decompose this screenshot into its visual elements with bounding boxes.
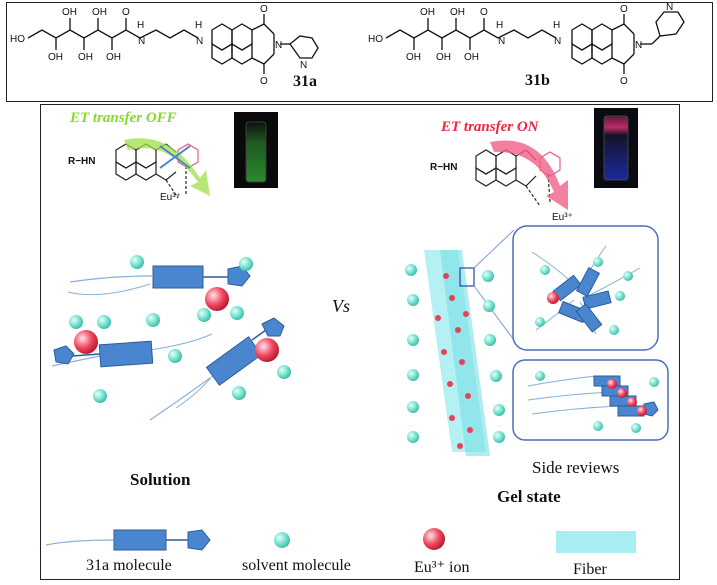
solvent-molecule [197,308,211,322]
legend-fiber-label: Fiber [573,561,607,578]
vial-blue [603,115,629,181]
atom-n: N [498,36,505,47]
atom-oh: OH [62,7,77,18]
structure-31b [385,11,685,74]
atom-o: O [620,4,628,15]
side-views-label: Side reviews [532,458,620,477]
atom-oh: OH [436,52,451,63]
eu-ion [74,330,98,354]
gel-state-label: Gel state [497,487,561,506]
atom-ho: HO [10,34,25,45]
et-off-arrow [124,138,210,196]
atom-o: O [260,4,268,15]
solvent-molecule [407,431,419,443]
atom-oh: OH [406,52,421,63]
solvent-molecule [230,306,244,320]
legend-molecule-label: 31a molecule [86,557,172,574]
structure-31a [27,14,319,74]
atom-h: H [553,20,560,31]
solvent-molecule [405,264,417,276]
atom-n: N [138,36,145,47]
vial-green [245,121,267,183]
eu-ion [255,338,279,362]
atom-oh: OH [48,52,63,63]
atom-ho: HO [368,34,383,45]
atom-n: N [275,40,282,51]
solvent-molecule [490,370,502,382]
et-blocked-mark [159,145,191,169]
et-off-label: ET transfer OFF [70,110,177,126]
atom-n: N [300,60,307,71]
legend-molecule-swatch [113,529,167,551]
atom-o: O [480,7,488,18]
molecule-head [261,317,285,337]
atom-h: H [195,20,202,31]
molecule-block [98,340,154,368]
molecule-block [205,336,263,386]
molecule-block [152,265,204,289]
atom-n: N [635,40,642,51]
atom-oh: OH [92,7,107,18]
solvent-molecule [97,315,111,329]
solvent-molecule [483,300,495,312]
solvent-molecule [277,365,291,379]
solvent-molecule [407,294,419,306]
legend-fiber-swatch [556,531,636,553]
atom-o: O [620,76,628,87]
solution-label: Solution [130,470,191,489]
molecule-head [53,345,75,365]
legend [45,528,636,553]
fiber-band [440,250,490,456]
atom-oh: OH [78,52,93,63]
legend-solvent-swatch [274,532,290,548]
solvent-molecule [93,389,107,403]
solvent-molecule [493,431,505,443]
compound-label-31b: 31b [525,72,550,89]
et-off-structure [115,143,199,199]
atom-oh: OH [464,52,479,63]
solvent-molecule [239,257,253,271]
eu-label: Eu³⁺ [552,212,573,223]
solvent-molecule [482,270,494,282]
zoom-view-side [512,359,669,441]
atom-n: N [554,36,561,47]
atom-labels: HO OH OH OH OH OH O N H N H O O N N HO O… [10,2,673,87]
eu-label: Eu³⁺ [160,192,181,203]
solvent-molecule [146,313,160,327]
solvent-molecule [232,386,246,400]
atom-oh: OH [106,52,121,63]
solution-scene [51,255,291,421]
solvent-molecule [168,349,182,363]
legend-eu-label: Eu³⁺ ion [414,559,470,576]
solvent-molecule [484,334,496,346]
structures-panel [6,2,713,102]
solvent-molecule [407,334,419,346]
versus-label: Vs [332,296,350,316]
eu-ion [547,292,559,304]
legend-eu-swatch [423,528,445,550]
et-on-label: ET transfer ON [441,119,539,135]
atom-h: H [496,20,503,31]
solvent-molecule [130,255,144,269]
r-hn-label: R−HN [68,156,96,167]
eu-ion [205,287,229,311]
solvent-molecule [493,404,505,416]
solvent-molecule [69,315,83,329]
r-hn-label: R−HN [430,162,458,173]
atom-o: O [122,7,130,18]
legend-solvent-label: solvent molecule [242,557,351,574]
atom-oh: OH [450,7,465,18]
atom-n: N [666,2,673,13]
zoom-box [459,267,475,287]
solvent-molecule [407,401,419,413]
compound-label-31a: 31a [293,73,317,90]
atom-h: H [137,20,144,31]
atom-n: N [196,36,203,47]
solvent-molecule [407,369,419,381]
gel-scene [405,225,669,456]
atom-o: O [260,76,268,87]
atom-oh: OH [420,7,435,18]
et-on-arrow [490,140,568,210]
